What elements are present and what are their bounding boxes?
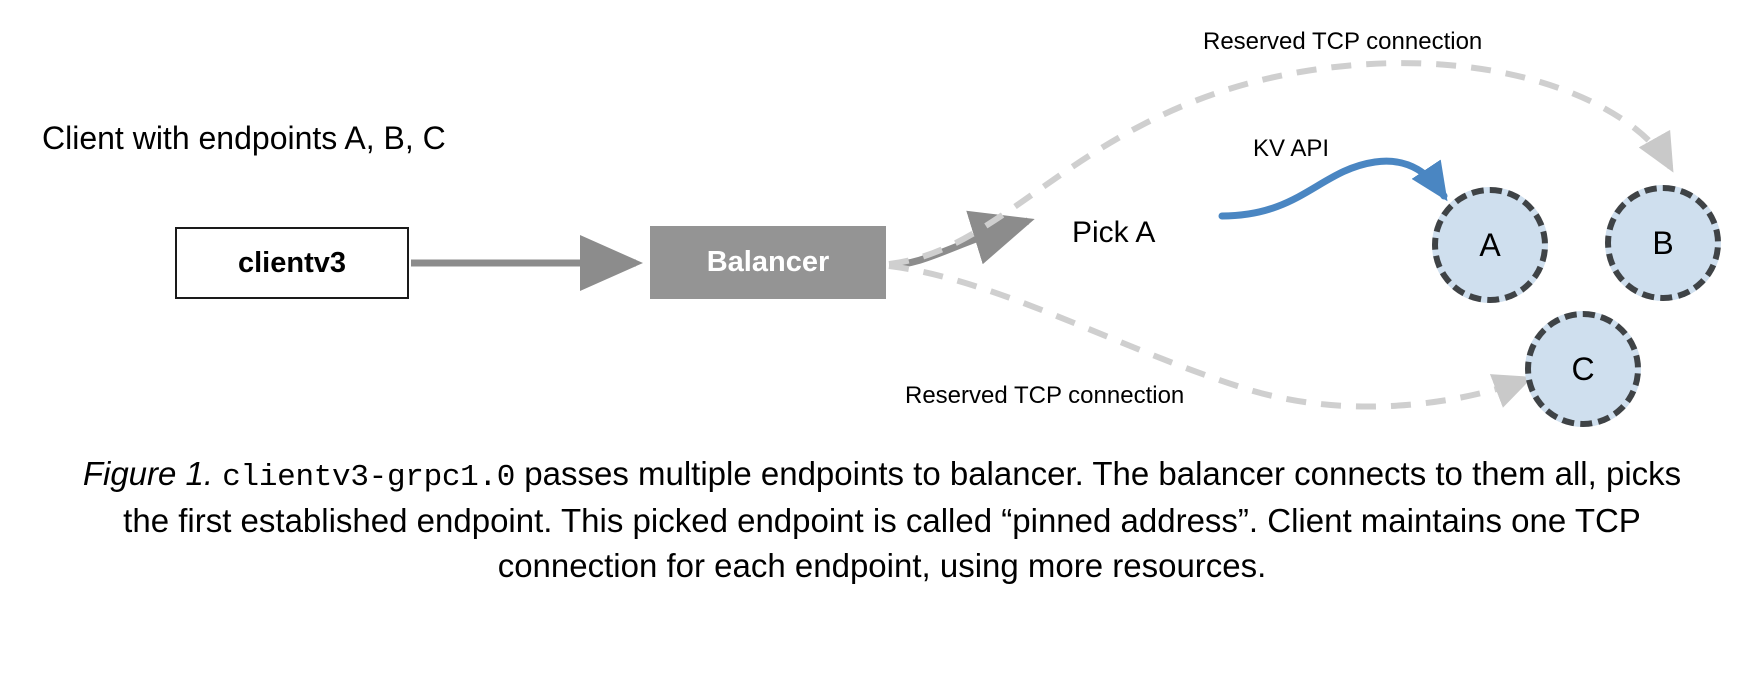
figure-number: Figure 1. (82, 455, 214, 492)
balancer-box: Balancer (650, 226, 886, 299)
edge-kv-api-to-a (1218, 157, 1448, 220)
edge-reserved-top-to-b (888, 60, 1675, 267)
endpoint-node-a: A (1432, 187, 1548, 303)
pick-a-label: Pick A (1072, 216, 1156, 249)
endpoint-label-c: C (1571, 351, 1595, 387)
client-endpoints-caption: Client with endpoints A, B, C (42, 120, 446, 156)
clientv3-box-label: clientv3 (238, 246, 346, 279)
endpoint-node-b: B (1605, 185, 1721, 301)
figure-caption-body: passes multiple endpoints to balancer. T… (123, 455, 1682, 585)
kv-api-edge-label: KV API (1253, 135, 1330, 162)
endpoint-node-c: C (1525, 311, 1641, 427)
endpoint-label-b: B (1652, 225, 1674, 261)
diagram-canvas: Client with endpoints A, B, C clientv3 B… (42, 28, 1721, 427)
balancer-box-label: Balancer (706, 246, 830, 278)
reserved-tcp-bottom-label: Reserved TCP connection (905, 382, 1185, 409)
figure-caption: Figure 1. clientv3-grpc1.0 passes multip… (0, 452, 1764, 589)
diagram-connectors (411, 60, 1675, 410)
endpoint-label-a: A (1479, 227, 1501, 263)
figure-caption-code-token: clientv3-grpc1.0 (222, 460, 516, 495)
edge-reserved-bottom-to-c (888, 263, 1533, 410)
clientv3-box: clientv3 (175, 227, 409, 299)
reserved-tcp-top-label: Reserved TCP connection (1203, 28, 1483, 55)
